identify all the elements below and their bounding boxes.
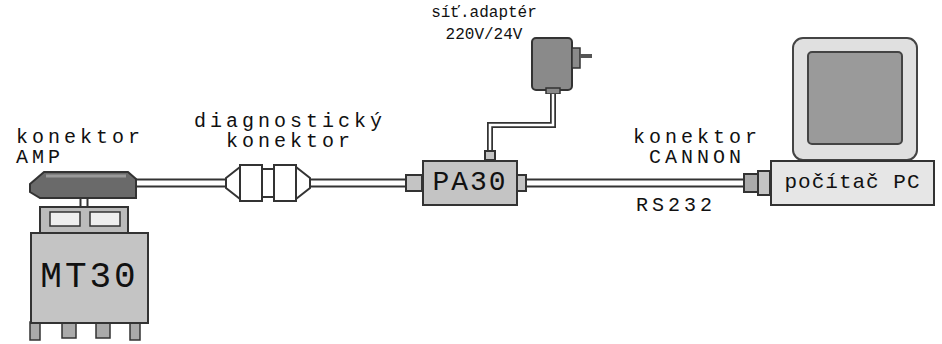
part-name: konektor AMP xyxy=(16,128,166,168)
adapter-box: PA30 xyxy=(422,160,518,206)
part-name: konektor CANNON xyxy=(622,128,772,168)
computer-box: počítač PC xyxy=(770,160,935,206)
adapter-prong xyxy=(580,54,592,58)
adapter-body xyxy=(532,38,572,90)
box-label: počítač PC xyxy=(784,171,920,194)
cable xyxy=(490,94,553,160)
box-label: MT30 xyxy=(40,258,138,298)
device-box: MT30 xyxy=(30,232,149,324)
device-foot xyxy=(96,322,110,338)
diagnostic-connector xyxy=(296,167,310,199)
monitor-screen xyxy=(808,52,902,144)
diagnostic-connector xyxy=(226,167,240,199)
diagnostic-connector xyxy=(262,169,274,197)
cannon-connector xyxy=(758,171,770,195)
cable-outline xyxy=(518,179,770,188)
dsub-socket xyxy=(90,212,120,226)
amp-connector-highlight xyxy=(46,175,126,178)
box-label: PA30 xyxy=(432,168,507,199)
dsub-connector xyxy=(40,207,128,233)
monitor-frame xyxy=(793,38,917,160)
plug-stub xyxy=(485,151,495,160)
device-foot xyxy=(62,322,76,338)
cable-outline xyxy=(490,94,553,160)
adapter-neck xyxy=(546,88,560,94)
part-name: diagnostický konektor xyxy=(185,112,395,152)
signal-name: RS232 xyxy=(636,196,736,216)
diagnostic-connector xyxy=(240,165,262,201)
cable-core xyxy=(490,94,553,160)
power-adapter: síť.adaptér 220V/24V xyxy=(418,2,598,94)
dsub-socket xyxy=(50,212,80,226)
device-foot xyxy=(30,322,40,340)
amp-connector xyxy=(30,172,136,198)
cannon-connector xyxy=(744,174,758,192)
cable xyxy=(518,183,770,184)
plug-stub xyxy=(406,175,422,191)
diagnostic-connector xyxy=(274,165,296,201)
device-foot xyxy=(130,322,140,340)
adapter-plug xyxy=(572,48,580,68)
cable-core xyxy=(518,181,770,186)
box-label: síť.adaptér 220V/24V xyxy=(424,2,544,46)
